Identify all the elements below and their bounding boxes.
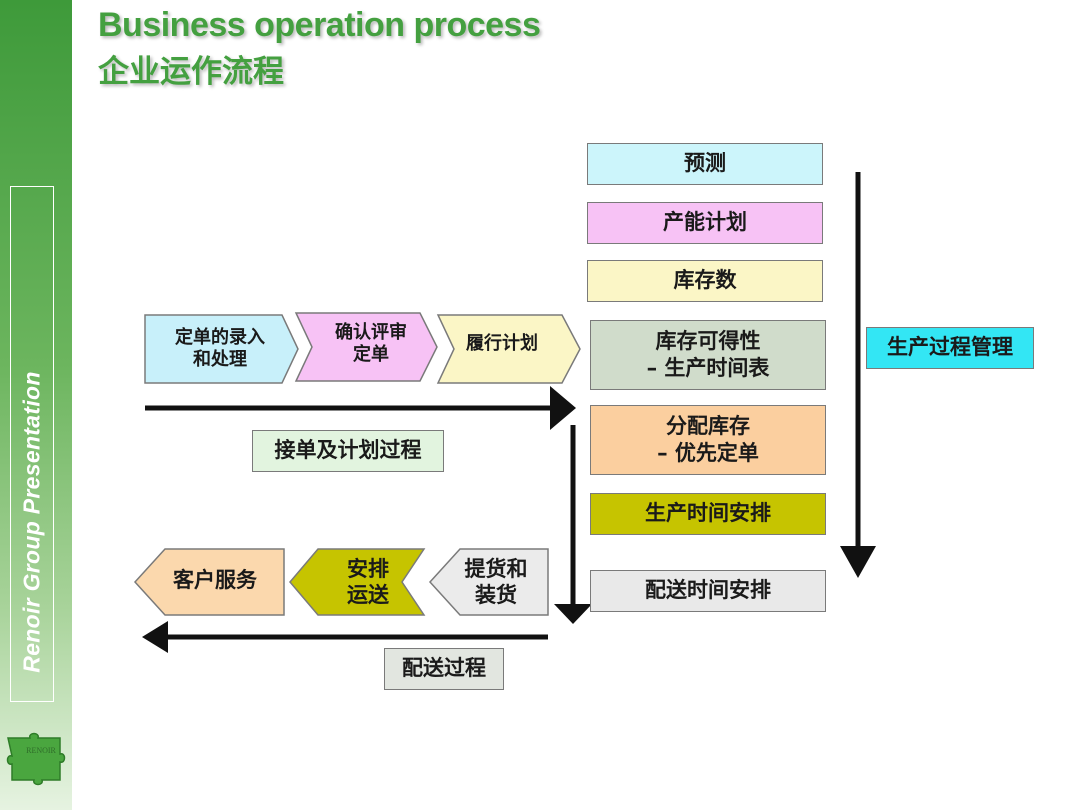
order-arrow-head [550,386,576,430]
allocate-inventory-box: 分配库存 – 优先定单 [590,405,826,475]
delivery-process-text: 配送过程 [402,656,486,681]
allocate-inventory-line-1: 分配库存 [666,413,750,438]
inventory-count-box: 库存数 [587,260,823,302]
fulfillment-plan-chevron [436,314,581,384]
order-entry-line-2: 和处理 [193,349,247,370]
pickup-loading-line-1: 提货和 [464,556,528,581]
production-arrow-head [840,546,876,578]
review-order-text: 确认评审 定单 [316,313,426,375]
customer-service-line-1: 客户服务 [173,567,257,592]
production-schedule-label: 生产时间安排 [645,501,771,526]
delivery-arrow-head [142,621,168,653]
pickup-loading-chevron [428,548,549,616]
pickup-loading-text: 提货和 装货 [448,549,544,615]
order-entry-chevron [144,314,299,384]
puzzle-logo-icon [6,732,66,786]
inventory-availability-line-2: – 生产时间表 [646,356,770,380]
inventory-count-label: 库存数 [673,268,737,293]
forecast-label: 预测 [684,151,726,176]
page-title-en: Business operation process [98,6,541,44]
order-entry-line-1: 定单的录入 [175,326,265,348]
production-schedule-box: 生产时间安排 [590,493,826,535]
order-entry-text: 定单的录入 和处理 [150,315,290,383]
delivery-schedule-label: 配送时间安排 [645,578,771,603]
delivery-schedule-box: 配送时间安排 [590,570,826,612]
review-order-chevron [294,312,438,382]
capacity-plan-label: 产能计划 [663,210,747,235]
logo-text: RENOIR [26,746,56,755]
customer-service-text: 客户服务 [152,549,278,611]
arrange-shipping-text: 安排 运送 [318,549,418,615]
arrange-shipping-line-2: 运送 [347,583,389,607]
delivery-process-label: 配送过程 [384,648,504,690]
sidebar-band: Renoir Group Presentation [0,0,72,810]
inventory-availability-line-1: 库存可得性 [655,328,761,353]
fulfillment-plan-line-1: 履行计划 [466,332,538,354]
fulfillment-plan-text: 履行计划 [452,315,552,373]
review-order-line-1: 确认评审 [335,321,407,343]
connector-arrow-head [554,604,592,624]
allocate-inventory-line-2: – 优先定单 [657,441,759,465]
arrange-shipping-line-1: 安排 [347,556,389,581]
review-order-line-2: 定单 [353,344,389,365]
arrange-shipping-chevron [289,548,426,616]
sidebar-frame [10,186,54,702]
customer-service-chevron [133,548,285,616]
production-management-text: 生产过程管理 [887,335,1013,360]
page-title-zh: 企业运作流程 [98,54,284,90]
pickup-loading-line-2: 装货 [475,583,517,607]
inventory-availability-box: 库存可得性 – 生产时间表 [590,320,826,390]
forecast-box: 预测 [587,143,823,185]
order-planning-text: 接单及计划过程 [274,438,422,463]
production-management-label: 生产过程管理 [866,327,1034,369]
capacity-plan-box: 产能计划 [587,202,823,244]
order-planning-label: 接单及计划过程 [252,430,444,472]
